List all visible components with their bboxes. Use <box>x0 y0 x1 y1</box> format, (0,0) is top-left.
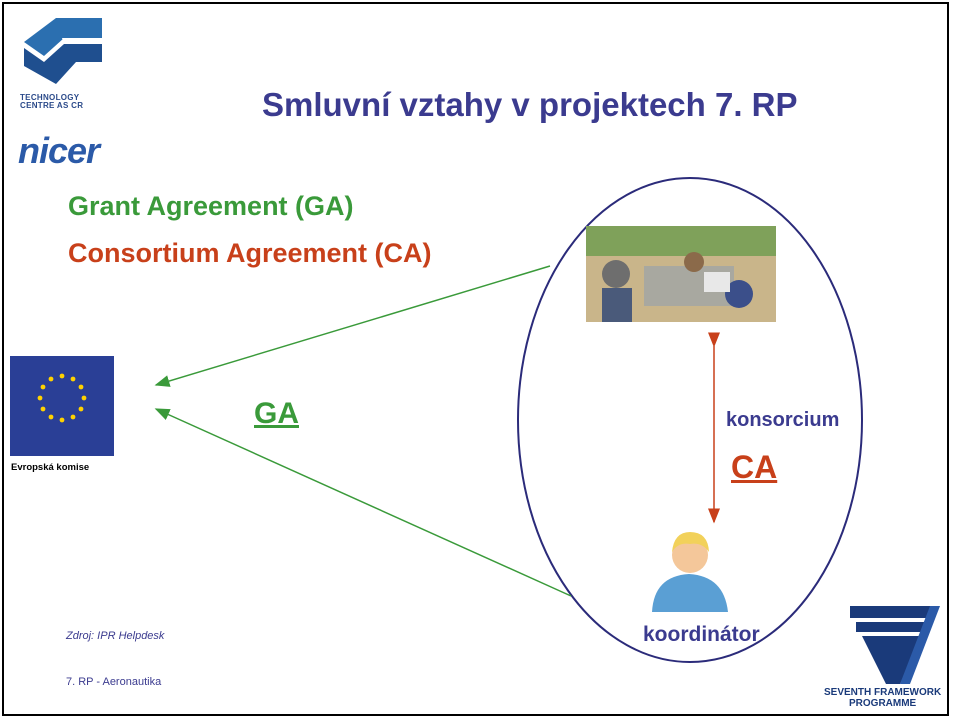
technology-centre-logo <box>16 14 116 92</box>
ga-arrow-coordinator <box>154 408 572 597</box>
page-title: Smluvní vztahy v projektech 7. RP <box>262 86 798 123</box>
technology-centre-text: TECHNOLOGY CENTRE AS CR <box>20 94 83 110</box>
seventh-framework-text: SEVENTH FRAMEWORK PROGRAMME <box>824 687 941 709</box>
seventh-line2: PROGRAMME <box>849 698 917 709</box>
nicer-logo: nicer <box>18 130 100 171</box>
eu-flag <box>10 356 114 456</box>
seventh-line1: SEVENTH FRAMEWORK <box>824 687 942 698</box>
grant-agreement-text: Grant Agreement (GA) <box>68 191 354 221</box>
eu-caption: Evropská komise <box>11 462 90 473</box>
consortium-agreement-text: Consortium Agreement (CA) <box>68 238 432 268</box>
diagram-graphics <box>10 14 940 684</box>
meeting-picture <box>586 226 776 322</box>
seventh-framework-logo <box>850 606 940 684</box>
ca-label: CA <box>731 449 778 485</box>
eu-stars-icon <box>37 373 87 423</box>
ga-arrow-consortium <box>154 265 551 387</box>
ga-label: GA <box>254 397 299 430</box>
tc-line2: CENTRE AS CR <box>20 101 84 110</box>
source-note: Zdroj: IPR Helpdesk <box>66 630 165 642</box>
coordinator-person-icon <box>652 532 728 612</box>
coordinator-label: koordinátor <box>643 623 760 646</box>
tc-line1: TECHNOLOGY <box>20 93 80 102</box>
consortium-ellipse <box>517 177 863 663</box>
footer-label: 7. RP - Aeronautika <box>66 676 162 688</box>
consortium-label: konsorcium <box>726 409 840 431</box>
